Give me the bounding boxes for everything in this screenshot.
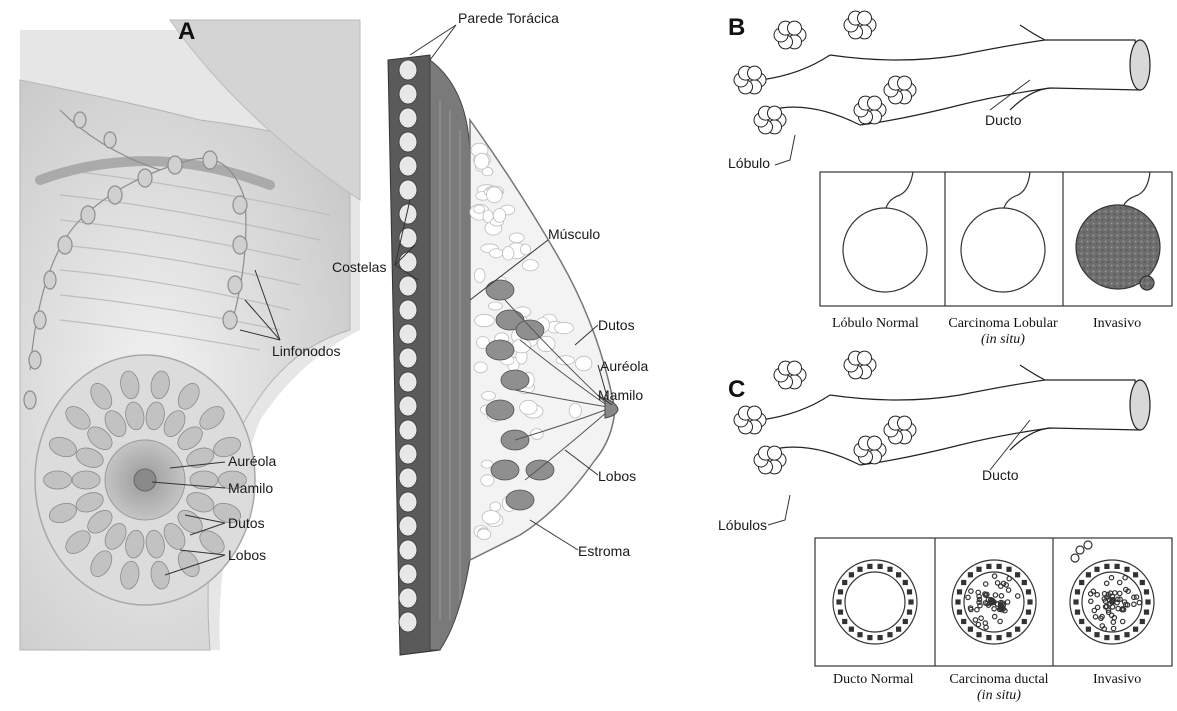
label-mamilo-sagittal: Mamilo: [598, 387, 643, 403]
caption-ducto-normal: Ducto Normal: [833, 672, 913, 688]
caption-carcinoma-lobular-text: Carcinoma Lobular: [948, 316, 1057, 331]
panel-b-inset-boxes: [820, 172, 1172, 306]
label-ducto-c: Ducto: [982, 467, 1019, 483]
label-linfonodos: Linfonodos: [272, 343, 341, 359]
label-costelas: Costelas: [332, 259, 386, 275]
panel-label-c: C: [728, 376, 745, 404]
caption-carcinoma-lobular: Carcinoma Lobular (in situ): [944, 316, 1062, 348]
label-dutos-front: Dutos: [228, 515, 265, 531]
label-aureola-sagittal: Auréola: [600, 358, 648, 374]
panel-label-a: A: [178, 18, 195, 46]
label-estroma: Estroma: [578, 543, 630, 559]
label-musculo: Músculo: [548, 226, 600, 242]
label-lobos-sagittal: Lobos: [598, 468, 636, 484]
panel-c-inset-boxes: [815, 538, 1172, 666]
label-aureola-front: Auréola: [228, 453, 276, 469]
label-parede-toracica: Parede Torácica: [458, 10, 559, 26]
panel-c-duct-diagram: [734, 351, 1150, 474]
caption-invasivo-c: Invasivo: [1093, 672, 1141, 688]
caption-invasivo-b: Invasivo: [1093, 316, 1141, 332]
panel-b-lobule-diagram: [734, 11, 1150, 134]
panel-label-b: B: [728, 14, 745, 42]
label-lobulo-b: Lóbulo: [728, 155, 770, 171]
caption-lobulo-normal: Lóbulo Normal: [832, 316, 919, 332]
label-lobos-front: Lobos: [228, 547, 266, 563]
label-mamilo-front: Mamilo: [228, 480, 273, 496]
label-ducto-b: Ducto: [985, 112, 1022, 128]
front-view-illustration: [20, 20, 360, 650]
sagittal-view-illustration: [388, 55, 618, 655]
caption-carcinoma-ductal-text: Carcinoma ductal: [949, 672, 1048, 687]
label-dutos-sagittal: Dutos: [598, 317, 635, 333]
caption-carcinoma-ductal: Carcinoma ductal (in situ): [940, 672, 1058, 704]
caption-in-situ-c: (in situ): [940, 688, 1058, 704]
label-lobulos-c: Lóbulos: [718, 517, 767, 533]
caption-in-situ-b: (in situ): [944, 332, 1062, 348]
